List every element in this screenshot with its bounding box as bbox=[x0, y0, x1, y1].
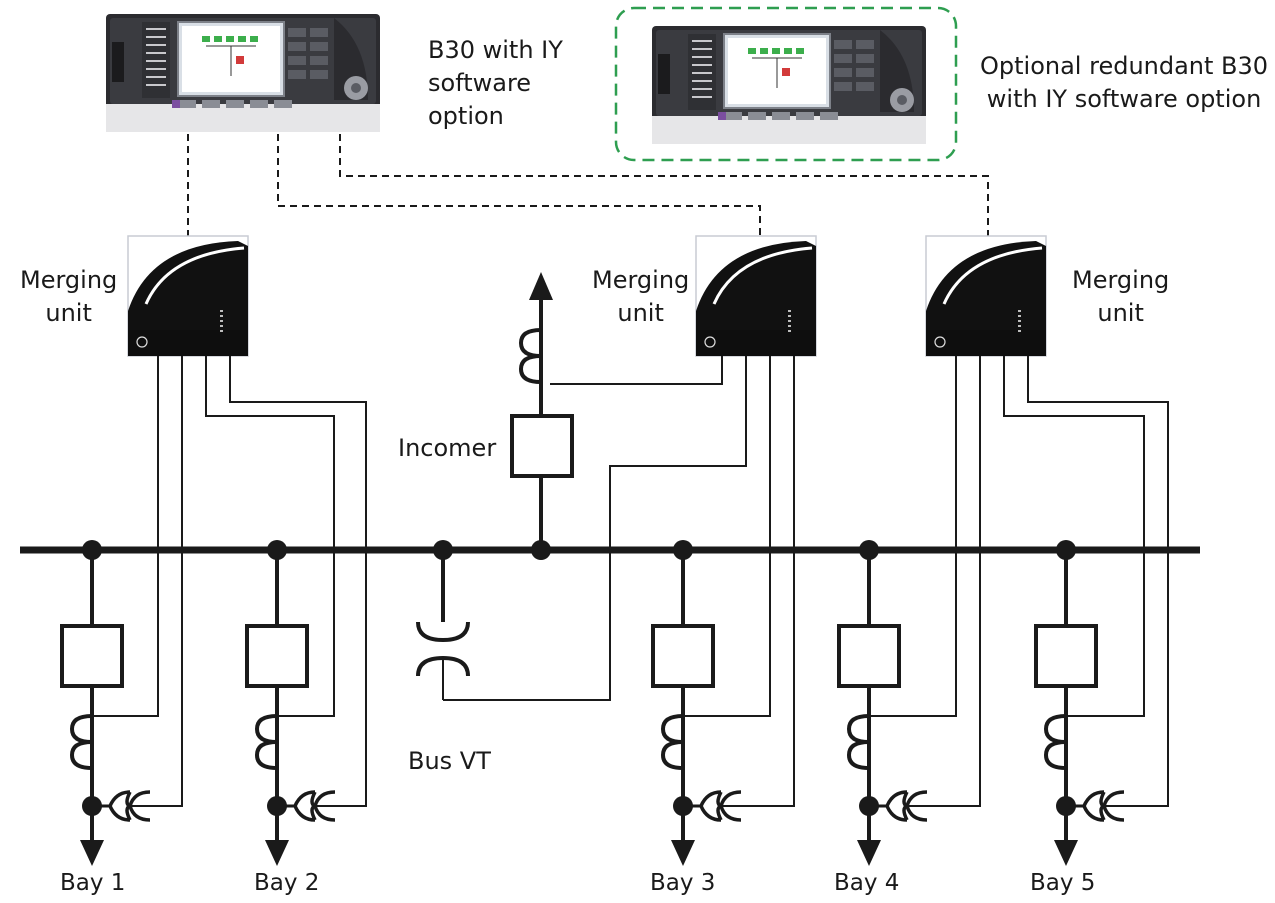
redundant-relay-label-line: with IY software option bbox=[986, 85, 1262, 113]
bay-label: Bay 2 bbox=[254, 870, 320, 896]
current-transformer-icon bbox=[519, 328, 543, 384]
primary-relay-label-line: option bbox=[428, 102, 504, 130]
redundant-relay-outline bbox=[614, 6, 958, 162]
merging-unit-label: Merging unit bbox=[1072, 266, 1170, 327]
bay-feeders bbox=[60, 550, 1126, 866]
bus-vt-label: Bus VT bbox=[408, 747, 491, 775]
current-transformer-icon bbox=[661, 714, 685, 770]
communication-links bbox=[187, 134, 989, 236]
bay-label: Bay 1 bbox=[60, 870, 126, 896]
arrow-down-icon bbox=[80, 840, 104, 866]
circuit-breaker-icon bbox=[1034, 624, 1098, 688]
circuit-breaker-icon bbox=[651, 624, 715, 688]
circuit-breaker-icon bbox=[60, 624, 124, 688]
circuit-breaker-icon bbox=[837, 624, 901, 688]
bay-label: Bay 3 bbox=[650, 870, 716, 896]
current-transformer-icon bbox=[1044, 714, 1068, 770]
merging-unit-label: Merging unit bbox=[592, 266, 690, 327]
current-transformer-icon bbox=[847, 714, 871, 770]
current-transformer-icon bbox=[70, 714, 94, 770]
circuit-breaker-icon bbox=[245, 624, 309, 688]
redundant-relay-label-line: Optional redundant B30 bbox=[980, 52, 1269, 80]
arrow-up-icon bbox=[529, 272, 553, 300]
circuit-breaker-icon bbox=[510, 414, 574, 478]
current-transformer-icon bbox=[255, 714, 279, 770]
primary-relay-label-line: B30 with IY bbox=[428, 36, 563, 64]
relay-device-icon bbox=[105, 13, 381, 133]
arrow-down-icon bbox=[265, 840, 289, 866]
bus-vt bbox=[416, 550, 470, 700]
primary-relay-label-line: software bbox=[428, 69, 532, 97]
merging-unit-icon bbox=[924, 234, 1048, 358]
arrow-down-icon bbox=[1054, 840, 1078, 866]
bay-label: Bay 4 bbox=[834, 870, 900, 896]
bay-label: Bay 5 bbox=[1030, 870, 1096, 896]
arrow-down-icon bbox=[671, 840, 695, 866]
relay-device-icon bbox=[651, 25, 927, 145]
mu-wiring bbox=[92, 356, 1169, 807]
redundant-relay-label: Optional redundant B30 with IY software … bbox=[980, 50, 1268, 116]
merging-unit-icon bbox=[694, 234, 818, 358]
merging-unit-label: Merging unit bbox=[20, 266, 118, 327]
arrow-down-icon bbox=[857, 840, 881, 866]
incomer-label: Incomer bbox=[398, 434, 497, 462]
incomer-feeder bbox=[510, 272, 574, 550]
primary-relay-label: B30 with IY software option bbox=[428, 34, 563, 133]
merging-unit-icon bbox=[126, 234, 250, 358]
